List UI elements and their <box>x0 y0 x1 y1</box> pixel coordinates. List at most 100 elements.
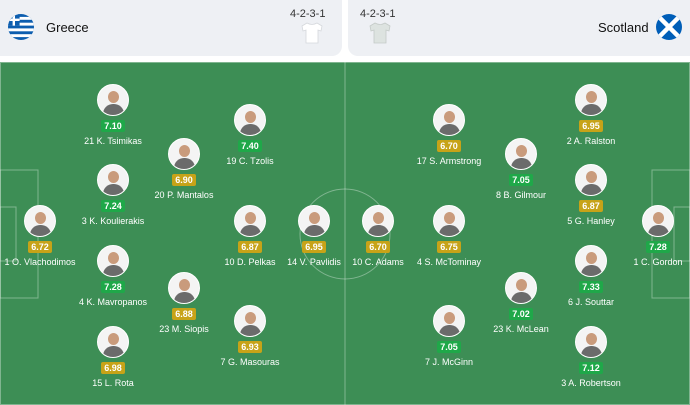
player-mantalos[interactable]: 6.90 20 P. Mantalos <box>139 138 229 201</box>
player-avatar <box>433 205 465 237</box>
player-label: 5 G. Hanley <box>546 216 636 227</box>
player-label: 14 V. Pavlidis <box>269 257 359 268</box>
home-shirt-icon <box>300 21 324 45</box>
player-avatar <box>97 164 129 196</box>
player-label: 2 A. Ralston <box>546 136 636 147</box>
player-pelkas[interactable]: 6.87 10 D. Pelkas <box>205 205 295 268</box>
player-label: 8 B. Gilmour <box>476 190 566 201</box>
player-number: 1 <box>633 257 639 267</box>
player-rating: 7.28 <box>101 281 125 293</box>
player-name: J. Souttar <box>575 297 615 307</box>
player-rating: 7.24 <box>101 200 125 212</box>
player-label: 4 S. McTominay <box>404 257 494 268</box>
player-name: S. McTominay <box>424 257 482 267</box>
player-number: 1 <box>4 257 10 267</box>
player-avatar <box>505 272 537 304</box>
player-name: A. Ralston <box>573 136 616 146</box>
player-label: 20 P. Mantalos <box>139 190 229 201</box>
player-avatar <box>97 326 129 358</box>
player-mctominay[interactable]: 6.75 4 S. McTominay <box>404 205 494 268</box>
player-hanley[interactable]: 6.87 5 G. Hanley <box>546 164 636 227</box>
player-avatar <box>575 326 607 358</box>
home-team-name[interactable]: Greece <box>46 20 89 35</box>
player-robertson[interactable]: 7.12 3 A. Robertson <box>546 326 636 389</box>
player-name: L. Rota <box>104 378 134 388</box>
player-name: D. Pelkas <box>237 257 276 267</box>
player-rating: 7.40 <box>238 140 262 152</box>
player-rating: 7.05 <box>509 174 533 186</box>
player-tsimikas[interactable]: 7.10 21 K. Tsimikas <box>68 84 158 147</box>
player-rating: 7.05 <box>437 341 461 353</box>
player-avatar <box>362 205 394 237</box>
away-team-name[interactable]: Scotland <box>598 20 649 35</box>
player-avatar <box>234 104 266 136</box>
player-name: M. Siopis <box>171 324 209 334</box>
player-name: J. McGinn <box>432 357 474 367</box>
player-number: 4 <box>78 297 84 307</box>
away-team-header: 4-2-3-1 Scotland <box>348 0 690 56</box>
player-ralston[interactable]: 6.95 2 A. Ralston <box>546 84 636 147</box>
scotland-flag-icon <box>656 14 682 40</box>
player-name: K. McLean <box>505 324 549 334</box>
player-rating: 6.93 <box>238 341 262 353</box>
player-avatar <box>642 205 674 237</box>
player-number: 3 <box>561 378 567 388</box>
player-name: K. Mavropanos <box>86 297 148 307</box>
player-rota[interactable]: 6.98 15 L. Rota <box>68 326 158 389</box>
player-name: A. Robertson <box>568 378 621 388</box>
player-label: 17 S. Armstrong <box>404 156 494 167</box>
player-name: B. Gilmour <box>503 190 547 200</box>
player-adams[interactable]: 6.70 10 C. Adams <box>333 205 423 268</box>
player-avatar <box>298 205 330 237</box>
player-number: 3 <box>81 216 87 226</box>
player-rating: 6.88 <box>172 308 196 320</box>
player-koulierakis[interactable]: 7.24 3 K. Koulierakis <box>68 164 158 227</box>
player-avatar <box>575 164 607 196</box>
home-formation: 4-2-3-1 <box>290 8 326 20</box>
player-gordon[interactable]: 7.28 1 C. Gordon <box>613 205 690 268</box>
player-gilmour[interactable]: 7.05 8 B. Gilmour <box>476 138 566 201</box>
player-avatar <box>575 84 607 116</box>
player-avatar <box>97 245 129 277</box>
player-number: 5 <box>567 216 573 226</box>
player-siopis[interactable]: 6.88 23 M. Siopis <box>139 272 229 335</box>
player-pavlidis[interactable]: 6.95 14 V. Pavlidis <box>269 205 359 268</box>
player-avatar <box>168 272 200 304</box>
player-vlachodimos[interactable]: 6.72 1 O. Vlachodimos <box>0 205 85 268</box>
player-mcginn[interactable]: 7.05 7 J. McGinn <box>404 305 494 368</box>
player-name: G. Hanley <box>574 216 615 226</box>
player-name: G. Masouras <box>228 357 280 367</box>
player-label: 23 K. McLean <box>476 324 566 335</box>
player-number: 23 <box>493 324 504 334</box>
player-label: 6 J. Souttar <box>546 297 636 308</box>
player-name: S. Armstrong <box>429 156 482 166</box>
player-number: 14 <box>287 257 298 267</box>
player-armstrong[interactable]: 6.70 17 S. Armstrong <box>404 104 494 167</box>
player-rating: 6.98 <box>101 362 125 374</box>
player-label: 1 O. Vlachodimos <box>0 257 85 268</box>
player-name: K. Koulierakis <box>89 216 145 226</box>
player-mclean[interactable]: 7.02 23 K. McLean <box>476 272 566 335</box>
pitch: 6.72 1 O. Vlachodimos 7.10 21 K. Tsimika… <box>0 62 690 405</box>
home-team-header: Greece 4-2-3-1 <box>0 0 342 56</box>
player-label: 3 K. Koulierakis <box>68 216 158 227</box>
player-name: V. Pavlidis <box>299 257 341 267</box>
player-label: 21 K. Tsimikas <box>68 136 158 147</box>
player-label: 7 G. Masouras <box>205 357 295 368</box>
player-label: 19 C. Tzolis <box>205 156 295 167</box>
player-label: 3 A. Robertson <box>546 378 636 389</box>
player-number: 4 <box>416 257 422 267</box>
player-number: 10 <box>352 257 363 267</box>
player-rating: 6.90 <box>172 174 196 186</box>
player-label: 7 J. McGinn <box>404 357 494 368</box>
player-masouras[interactable]: 6.93 7 G. Masouras <box>205 305 295 368</box>
player-souttar[interactable]: 7.33 6 J. Souttar <box>546 245 636 308</box>
player-rating: 7.12 <box>579 362 603 374</box>
player-avatar <box>575 245 607 277</box>
player-avatar <box>24 205 56 237</box>
player-label: 10 D. Pelkas <box>205 257 295 268</box>
player-tzolis[interactable]: 7.40 19 C. Tzolis <box>205 104 295 167</box>
player-rating: 6.75 <box>437 241 461 253</box>
player-rating: 6.87 <box>238 241 262 253</box>
player-mavropanos[interactable]: 7.28 4 K. Mavropanos <box>68 245 158 308</box>
